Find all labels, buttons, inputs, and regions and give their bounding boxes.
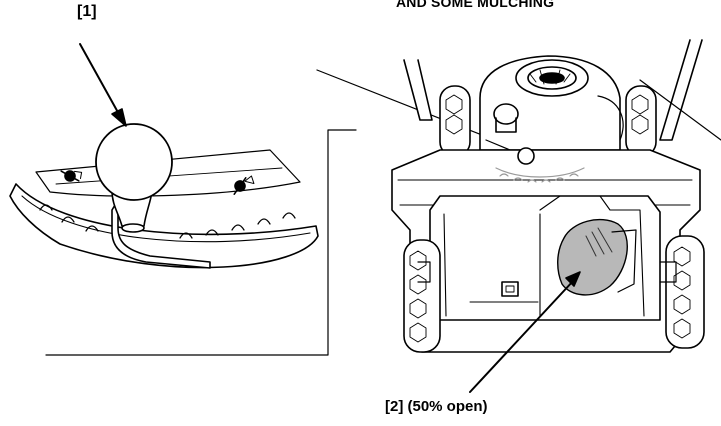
lever-notches — [39, 204, 296, 239]
lever-stem — [111, 199, 211, 269]
mower-lever-ghost — [495, 167, 585, 183]
front-wheel-left — [403, 239, 441, 353]
callout-2-label: [2] (50% open) — [385, 398, 488, 415]
lever-plate-inner — [21, 195, 311, 243]
mulch-mode-icon — [60, 170, 83, 182]
callout-2-arrow — [469, 279, 575, 393]
lever-knob — [95, 123, 173, 201]
front-wheel-right — [659, 235, 705, 349]
mower-drawing — [391, 39, 721, 393]
lever-plate — [9, 183, 319, 269]
mower-handle-left — [403, 59, 433, 121]
callout-1-arrow — [79, 43, 121, 117]
mower-handle-right — [659, 39, 703, 141]
inset-frame — [45, 129, 357, 356]
deck-latch — [501, 281, 519, 297]
bag-mode-icon — [233, 175, 255, 195]
callout-1-label: [1] — [77, 3, 97, 20]
lever-detail-inset — [9, 43, 521, 356]
rear-wheel-right — [625, 85, 657, 157]
heading-fragment: AND SOME MULCHING — [396, 0, 555, 10]
fuel-cap — [493, 103, 519, 125]
mower-lever-knob — [517, 147, 535, 165]
rear-wheel-left — [439, 85, 471, 157]
